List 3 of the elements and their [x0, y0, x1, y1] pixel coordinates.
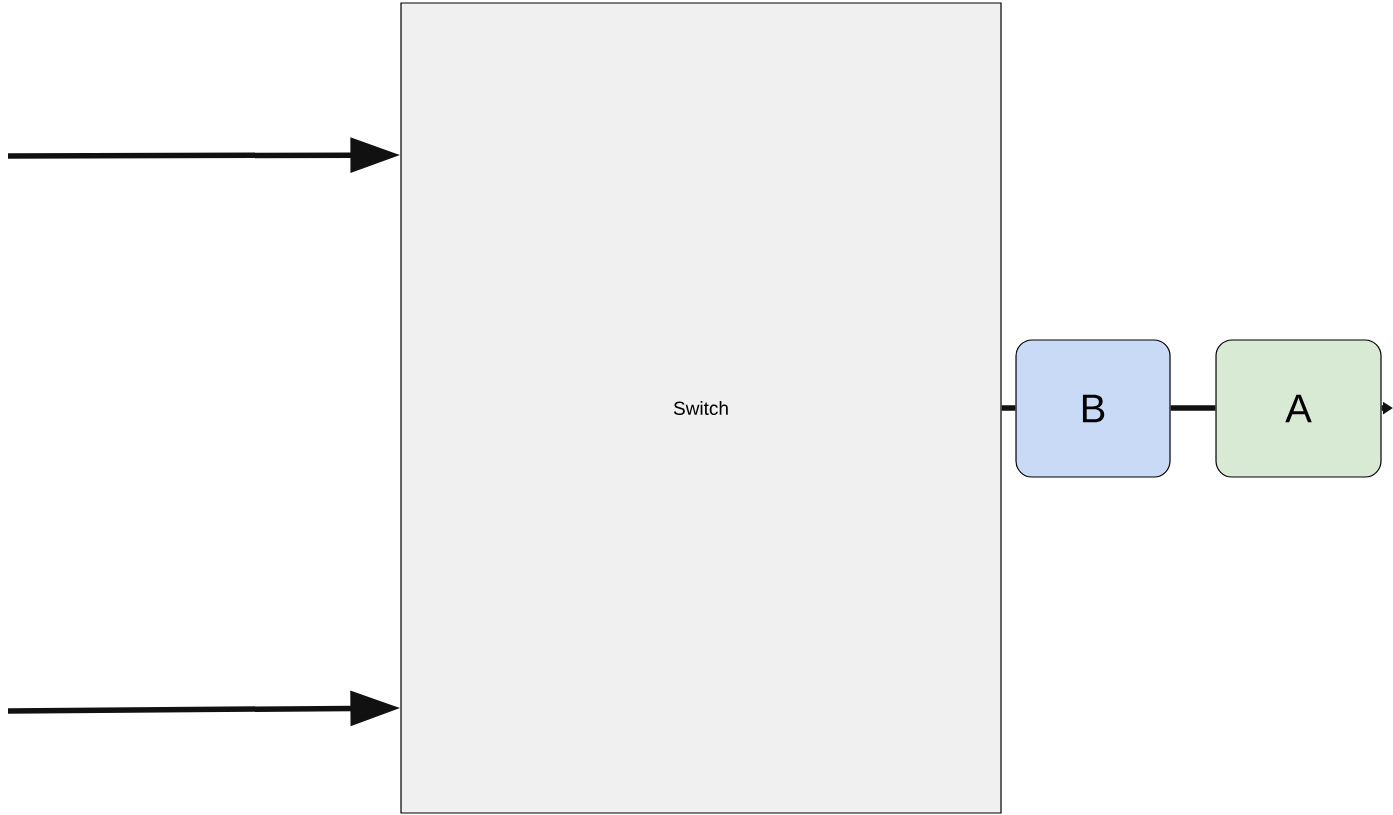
process-box: B	[1015, 339, 1171, 478]
process-box: A	[1215, 339, 1382, 478]
switch-box: Switch	[400, 2, 1002, 814]
